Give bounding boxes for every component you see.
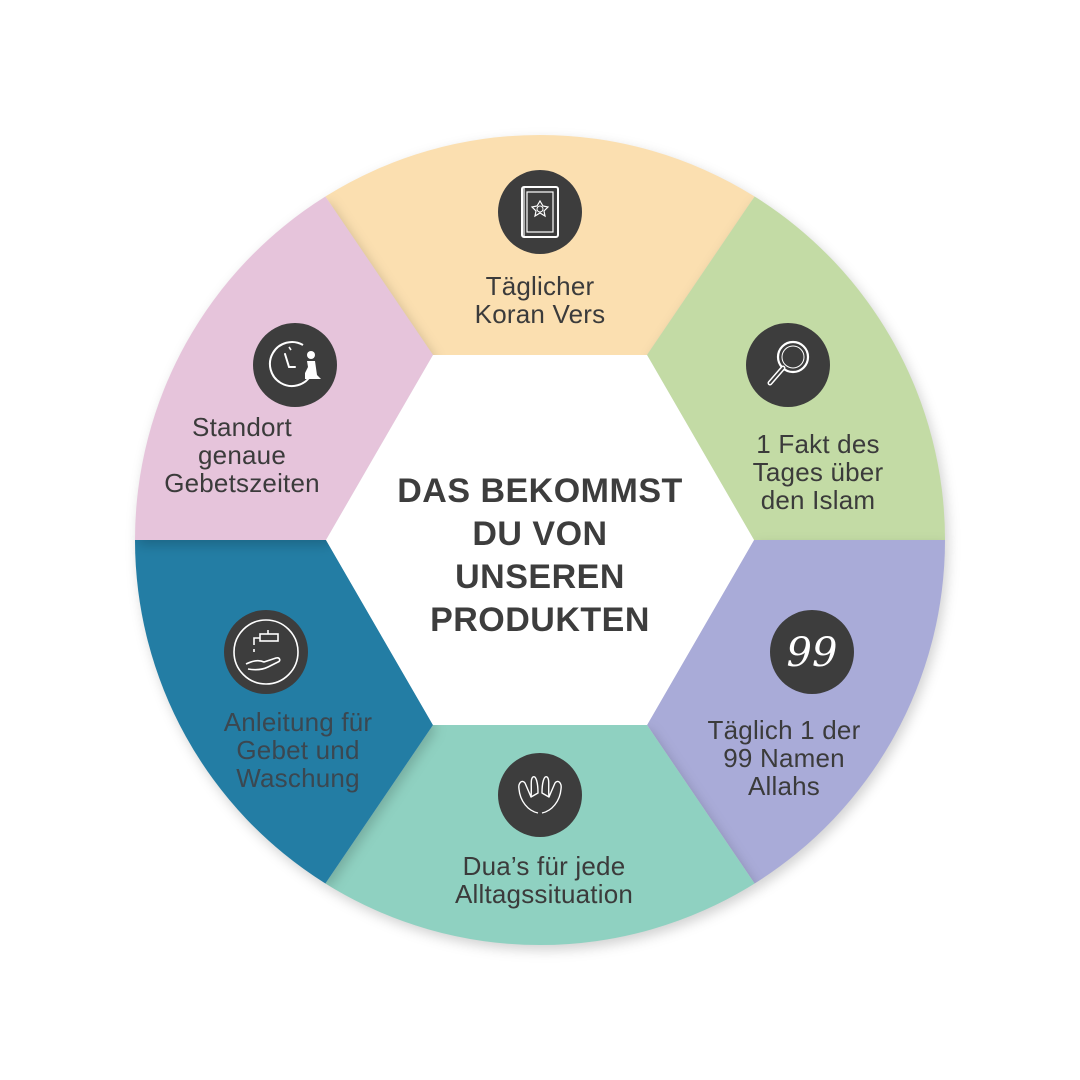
label-line: Koran Vers [474, 299, 606, 329]
ninety-nine-text: 99 [787, 630, 838, 676]
label-line: Allahs [747, 771, 820, 801]
segment-label-ablution: Anleitung für Gebet und Waschung [188, 708, 408, 792]
segment-label-dua: Dua’s für jede Alltagssituation [414, 852, 674, 908]
clock-prayer-icon [253, 323, 337, 407]
quran-book-icon [498, 170, 582, 254]
title-line: PRODUKTEN [430, 601, 650, 639]
segment-label-fact: 1 Fakt des Tages über den Islam [708, 430, 928, 514]
center-title: DAS BEKOMMST DU VON UNSEREN PRODUKTEN [340, 470, 740, 642]
label-line: Alltagssituation [454, 879, 634, 909]
label-line: Gebetszeiten [164, 468, 320, 498]
label-line: 99 Namen [723, 743, 845, 773]
label-line: genaue [198, 440, 286, 470]
label-line: Dua’s für jede [462, 851, 626, 881]
praying-hands-icon [498, 753, 582, 837]
center-hexagon [326, 355, 754, 725]
label-line: den Islam [760, 485, 876, 515]
label-line: Gebet und [236, 735, 360, 765]
segment-label-quran: Täglicher Koran Vers [430, 272, 650, 328]
label-line: Täglicher [485, 271, 595, 301]
label-line: 1 Fakt des [756, 429, 880, 459]
segment-ablution [135, 540, 433, 884]
label-line: Täglich 1 der [707, 715, 861, 745]
label-line: Tages über [752, 457, 884, 487]
ninety-nine-icon: 99 [770, 610, 854, 694]
title-line: UNSEREN [455, 558, 625, 596]
magnifier-icon [746, 323, 830, 407]
label-line: Standort [192, 412, 292, 442]
segment-names [647, 540, 945, 884]
title-line: DAS BEKOMMST [397, 472, 683, 510]
water-tap-hand-icon [224, 610, 308, 694]
segment-label-prayer-times: Standort genaue Gebetszeiten [132, 413, 352, 497]
segment-label-names: Täglich 1 der 99 Namen Allahs [674, 716, 894, 800]
label-line: Waschung [236, 763, 360, 793]
label-line: Anleitung für [223, 707, 373, 737]
title-line: DU VON [472, 515, 608, 553]
